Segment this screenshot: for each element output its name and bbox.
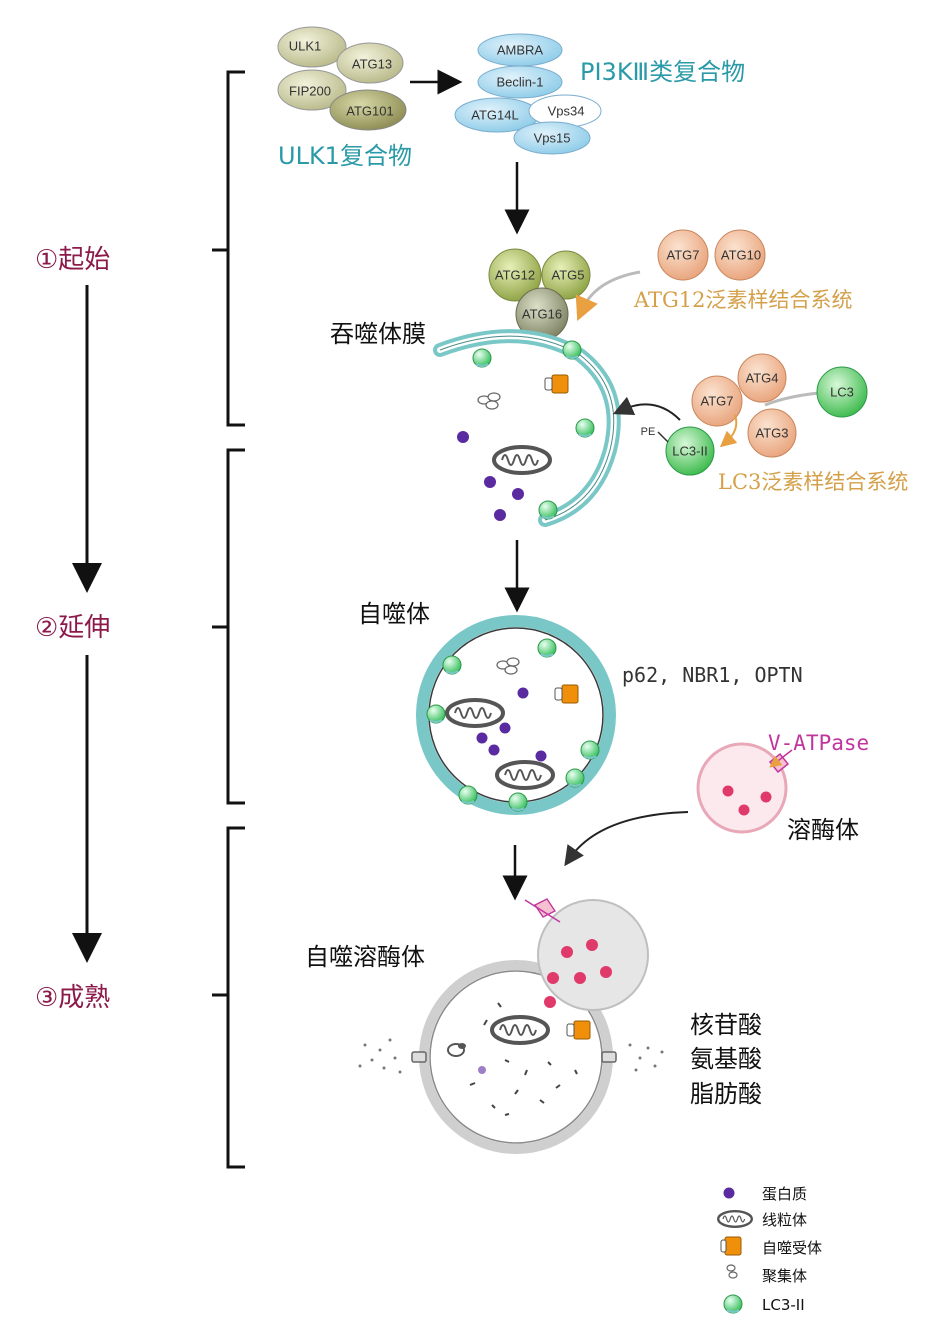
protein-lc3	[816, 366, 868, 418]
svg-text:线粒体: 线粒体	[762, 1211, 807, 1229]
label-atg101: ATG101	[346, 103, 393, 118]
svg-text:LC3-II: LC3-II	[762, 1296, 805, 1314]
label-atg7-a: ATG7	[667, 247, 700, 262]
protein-atg3	[747, 408, 797, 458]
bracket-initiation	[212, 70, 245, 427]
label-atg4: ATG4	[746, 370, 779, 385]
stage-initiation: ①起始	[35, 245, 110, 275]
atg12-conjugate: ATG12 ATG5 ATG16	[488, 248, 591, 341]
protein-atg10	[714, 229, 766, 281]
aggregate-icon	[726, 1264, 738, 1279]
svg-text:蛋白质: 蛋白质	[762, 1185, 807, 1203]
lysosome	[696, 742, 793, 834]
label-lc3-ii: LC3-II	[672, 443, 707, 458]
protein-lc3-ii	[665, 426, 715, 476]
svg-text:自噬受体: 自噬受体	[762, 1239, 822, 1257]
protein-atg101	[329, 89, 407, 131]
label-ulk1: ULK1	[289, 38, 322, 53]
ulk1-complex: ULK1 ATG13 FIP200 ATG101	[277, 26, 407, 131]
mitochondrion-icon	[717, 1209, 753, 1229]
lc3-system-label: LC3泛素样结合系统	[718, 470, 908, 494]
autophagosome	[416, 615, 616, 815]
stage-maturation: ③成熟	[35, 983, 110, 1013]
degraded-fragments	[469, 1002, 578, 1116]
protein-atg13	[336, 42, 404, 84]
lc3-ii-icon	[723, 1294, 743, 1314]
pi3k-complex: AMBRA Beclin-1 ATG14L Vps34 Vps15	[454, 33, 602, 155]
label-atg3: ATG3	[756, 425, 789, 440]
phagophore	[433, 329, 621, 527]
protein-ulk1	[277, 26, 347, 68]
lc3-system: ATG4 ATG7 LC3 ATG3 LC3-II PE	[612, 353, 868, 476]
legend-item-lc3-ii: LC3-II	[723, 1294, 805, 1314]
label-vps34: Vps34	[548, 103, 585, 118]
protein-atg7-b	[691, 375, 743, 427]
stage-elongation: ②延伸	[35, 613, 110, 643]
label-atg10: ATG10	[721, 247, 761, 262]
legend-item-aggregate: 聚集体	[726, 1264, 807, 1285]
protein-vps15	[513, 121, 591, 155]
label-lc3: LC3	[830, 384, 854, 399]
autolysosome	[358, 898, 664, 1154]
product-nucleotides: 核苷酸	[690, 1011, 762, 1039]
vatpase-label: V-ATPase	[768, 731, 869, 755]
protein-atg4	[737, 353, 787, 403]
label-beclin1: Beclin-1	[497, 74, 544, 89]
legend-item-receptor: 自噬受体	[720, 1236, 822, 1257]
autolysosome-label: 自噬溶酶体	[305, 943, 425, 971]
aggregate-remnant-icon	[447, 1043, 466, 1057]
label-atg14l: ATG14L	[471, 107, 518, 122]
ulk1-complex-label: ULK1复合物	[278, 142, 412, 170]
legend-item-protein: 蛋白质	[723, 1185, 807, 1203]
bracket-maturation	[212, 826, 245, 1169]
protein-dot-icon	[723, 1187, 735, 1199]
label-vps15: Vps15	[534, 130, 571, 145]
product-amino-acids: 氨基酸	[690, 1045, 762, 1073]
protein-fip200	[277, 69, 347, 111]
label-atg7-b: ATG7	[701, 393, 734, 408]
label-atg13: ATG13	[352, 56, 392, 71]
svg-text:聚集体: 聚集体	[762, 1267, 807, 1285]
released-molecules	[358, 1038, 664, 1074]
legend: 蛋白质 线粒体 自噬受体 聚集体 LC3-II	[717, 1185, 822, 1314]
arrow-lysosome-fusion	[564, 811, 689, 867]
product-fatty-acids: 脂肪酸	[690, 1080, 762, 1108]
label-fip200: FIP200	[289, 83, 331, 98]
vatpase-icon	[768, 749, 793, 774]
atg12-system-label: ATG12泛素样结合系统	[633, 288, 853, 312]
protein-atg5	[541, 250, 591, 300]
label-atg5: ATG5	[552, 267, 585, 282]
autophagy-receptors-label: p62, NBR1, OPTN	[622, 663, 803, 687]
membrane-transporters	[411, 1051, 617, 1063]
pi3k-complex-label: PI3KⅢ类复合物	[580, 58, 745, 86]
legend-item-mitochondrion: 线粒体	[717, 1209, 807, 1229]
protein-atg7-a	[657, 229, 709, 281]
atg12-system-enzymes: ATG7 ATG10	[575, 229, 766, 322]
vatpase-icon	[524, 898, 561, 923]
bracket-elongation	[212, 448, 245, 805]
stage-brackets	[212, 70, 245, 1169]
autophagosome-label: 自噬体	[358, 600, 430, 628]
protein-beclin1	[477, 65, 563, 99]
autophagy-receptor-icon	[720, 1236, 742, 1256]
label-pe: PE	[641, 426, 656, 438]
label-atg16: ATG16	[522, 306, 562, 321]
phagophore-label: 吞噬体膜	[330, 320, 426, 348]
lysosome-label: 溶酶体	[787, 816, 859, 844]
protein-atg12	[488, 248, 542, 302]
label-atg12: ATG12	[495, 267, 535, 282]
label-ambra: AMBRA	[497, 42, 544, 57]
